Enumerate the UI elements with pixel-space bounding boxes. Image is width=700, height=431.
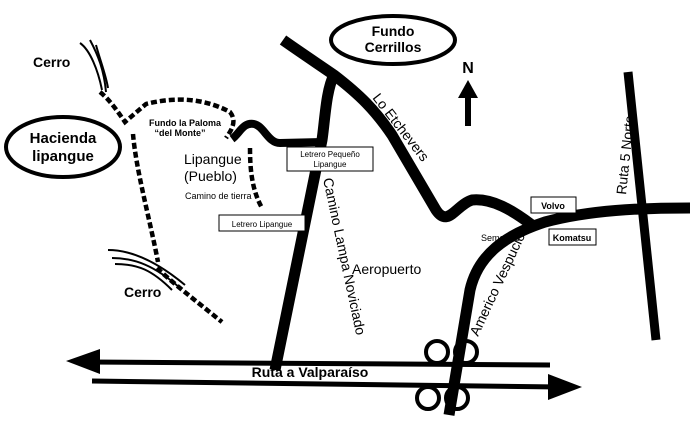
komatsu-label: Komatsu bbox=[553, 233, 592, 243]
letrero-pequeno-sign: Letrero Pequeño Lipangue bbox=[286, 146, 374, 172]
camino-de-tierra-label: Camino de tierra bbox=[185, 191, 252, 201]
lipangue-pueblo-label-2: (Pueblo) bbox=[184, 168, 237, 184]
camino-lampa-noviciado-road bbox=[269, 72, 340, 372]
letrero-lipangue-label: Letrero Lipangue bbox=[232, 220, 293, 229]
camino-de-tierra-paths bbox=[98, 90, 264, 324]
fundo-la-paloma-label-2: “del Monte” bbox=[155, 128, 206, 138]
cerro-top-hill bbox=[79, 39, 109, 93]
lipangue-pueblo-label-1: Lipangue bbox=[184, 151, 242, 167]
fundo-cerrillos-marker: Fundo Cerrillos bbox=[329, 14, 457, 66]
hacienda-lipangue-label-1: Hacienda bbox=[30, 130, 97, 147]
semaforo-label: Semaforo bbox=[481, 233, 520, 243]
volvo-label: Volvo bbox=[541, 201, 565, 211]
north-label: N bbox=[462, 60, 474, 77]
north-arrow-icon: N bbox=[458, 60, 478, 126]
cerro-bottom-label: Cerro bbox=[124, 284, 161, 300]
letrero-pequeno-label-2: Lipangue bbox=[314, 160, 347, 169]
ruta-5-norte-road bbox=[623, 71, 661, 341]
aeropuerto-label: Aeropuerto bbox=[352, 261, 421, 277]
cerro-bottom-hill bbox=[107, 249, 186, 291]
lipangue-branch-road bbox=[229, 119, 323, 147]
camino-lampa-label: Camino Lampa Noviciado bbox=[320, 176, 369, 336]
hacienda-lipangue-label-2: lipangue bbox=[32, 148, 94, 165]
fundo-la-paloma-label-1: Fundo la Paloma bbox=[149, 118, 222, 128]
letrero-pequeno-label-1: Letrero Pequeño bbox=[300, 150, 360, 159]
letrero-lipangue-sign: Letrero Lipangue bbox=[218, 214, 306, 232]
komatsu-sign: Komatsu bbox=[548, 228, 597, 246]
fundo-cerrillos-label-1: Fundo bbox=[372, 23, 415, 39]
hacienda-lipangue-marker: Hacienda lipangue bbox=[4, 115, 122, 179]
volvo-sign: Volvo bbox=[530, 196, 577, 214]
ruta-valparaiso-highway bbox=[66, 349, 582, 400]
fundo-cerrillos-label-2: Cerrillos bbox=[365, 39, 422, 55]
cerro-top-label: Cerro bbox=[33, 54, 70, 70]
lo-etchevers-road bbox=[279, 35, 536, 230]
ruta-valparaiso-label: Ruta a Valparaíso bbox=[252, 364, 369, 380]
